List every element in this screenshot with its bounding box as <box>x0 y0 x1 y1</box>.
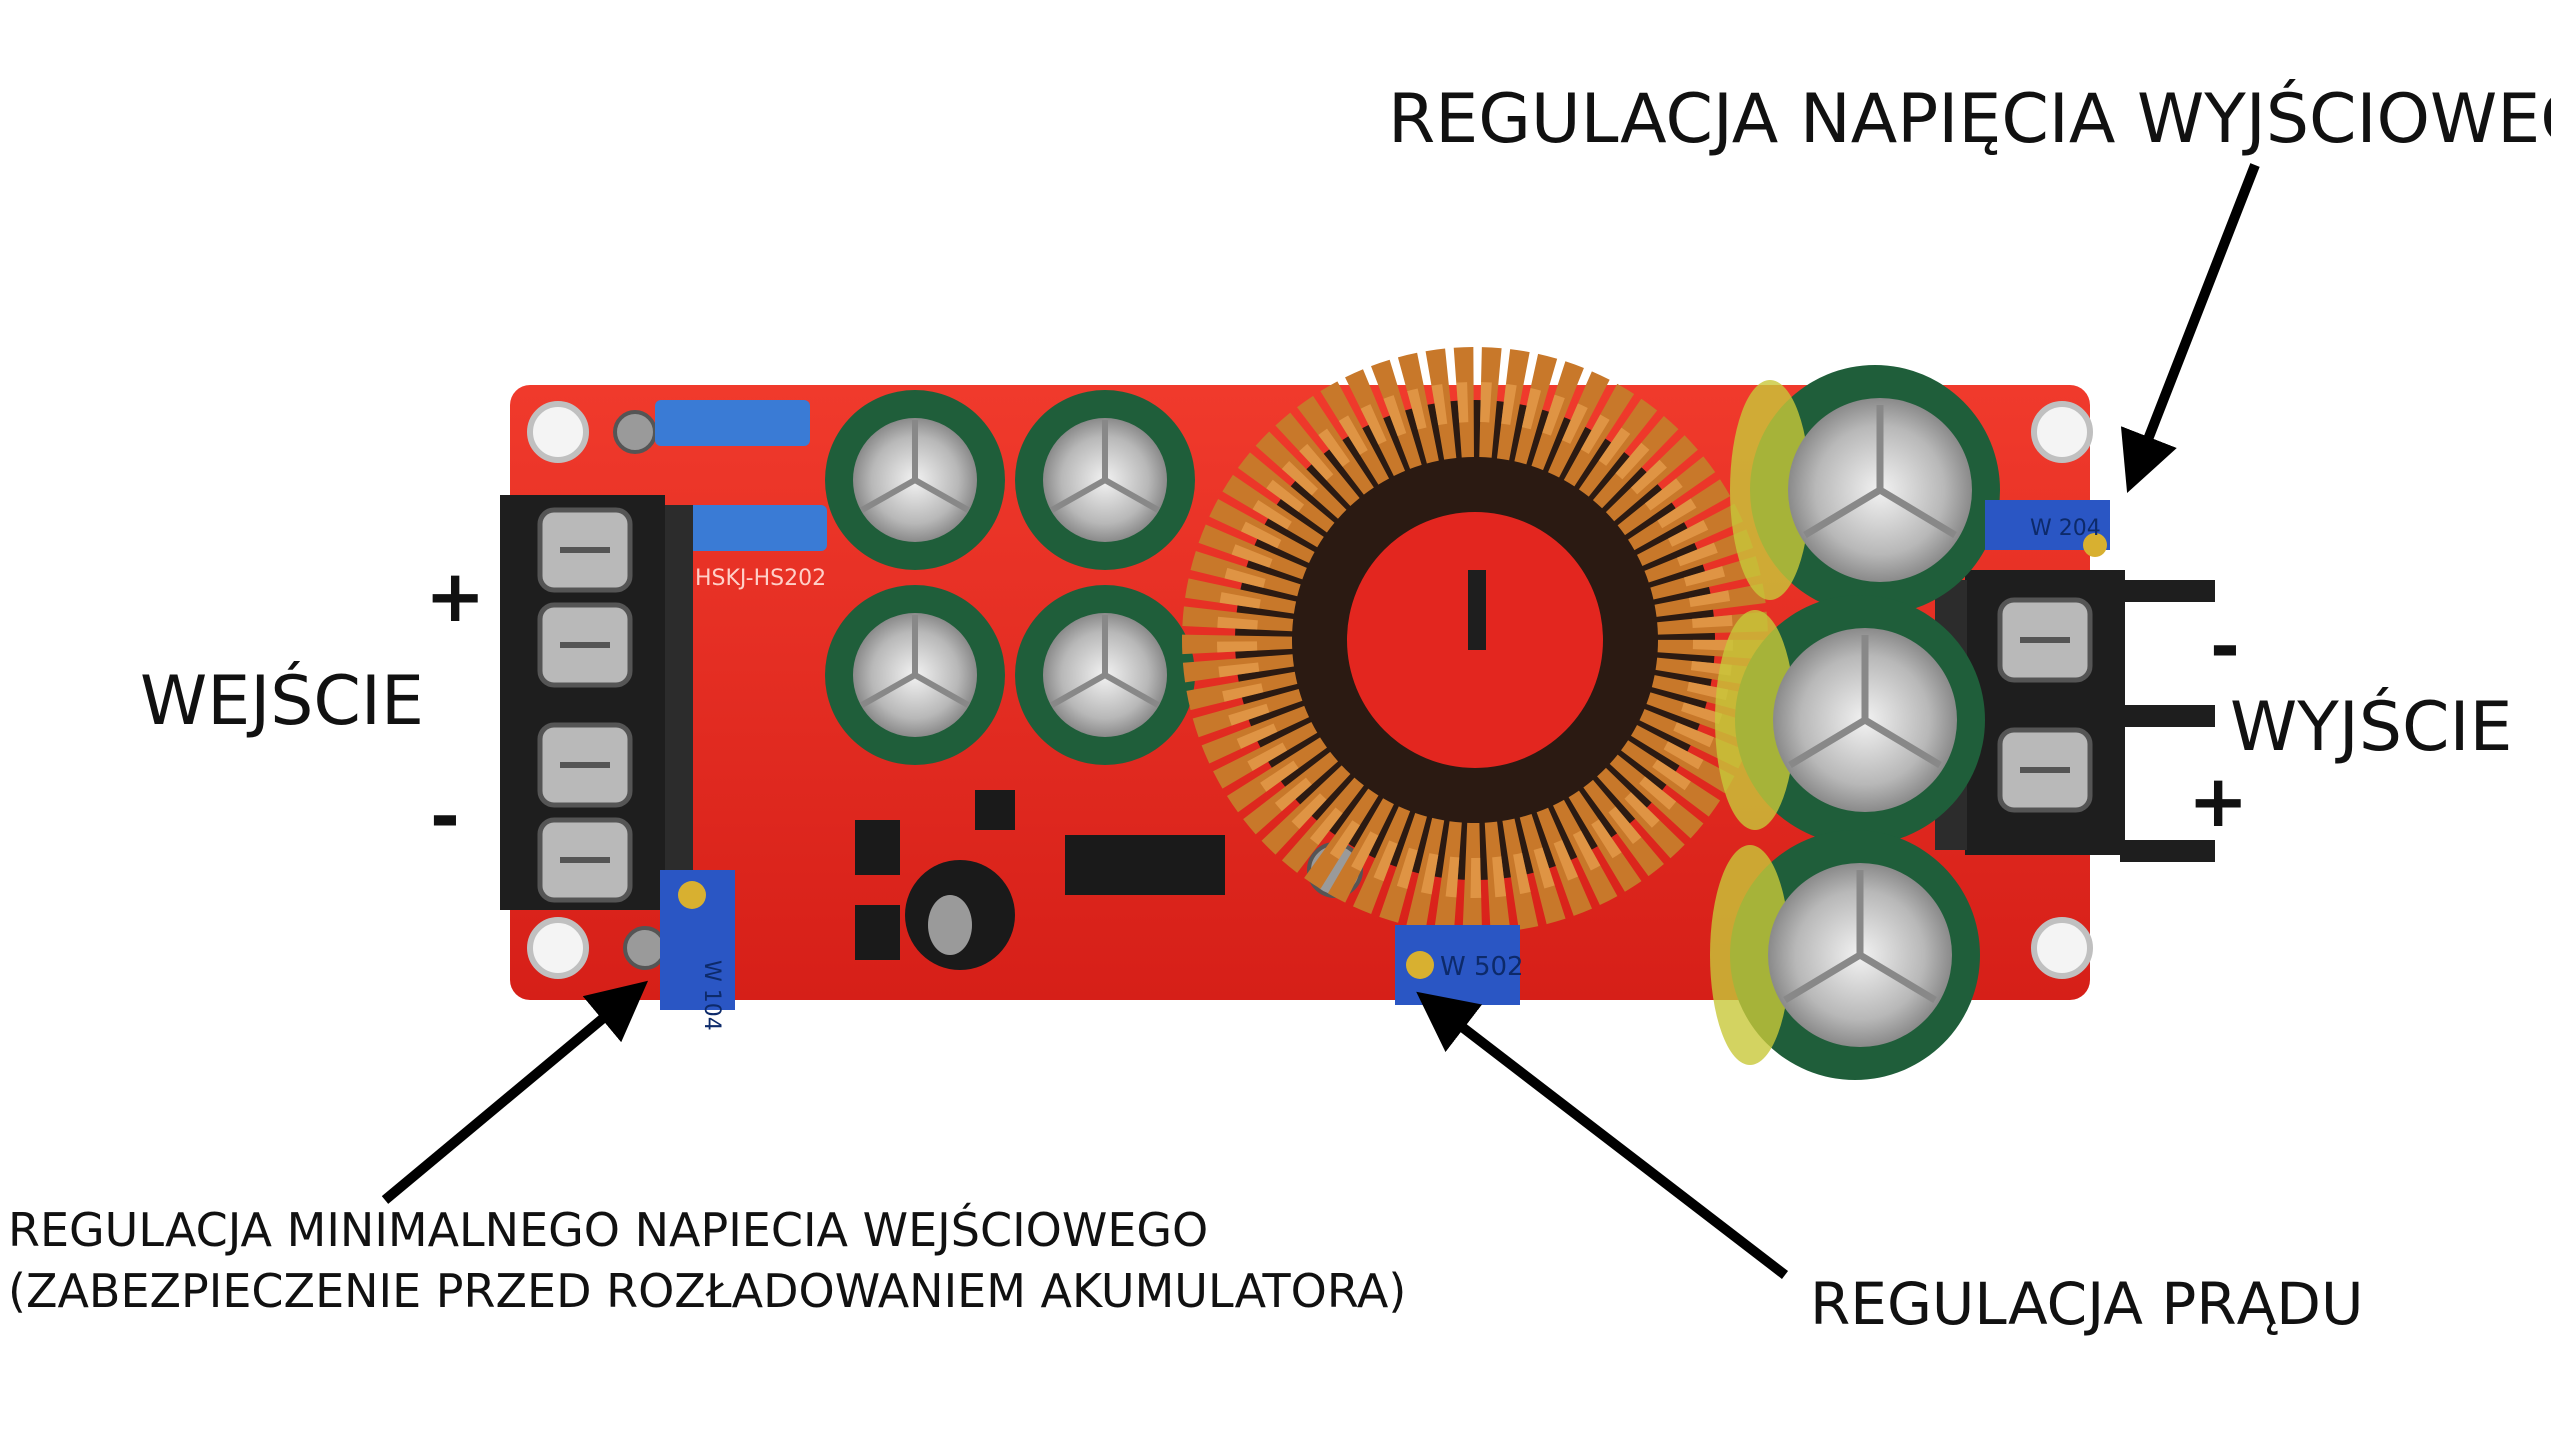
output-label: WYJŚCIE <box>2230 688 2513 767</box>
input-label: WEJŚCIE <box>140 662 424 741</box>
trimmer-current[interactable]: W 502 <box>1395 925 1524 1005</box>
arrow-input-voltage <box>381 980 649 1204</box>
min-input-voltage-label-line1: REGULACJA MINIMALNEGO NAPIECIA WEJŚCIOWE… <box>8 1203 1209 1257</box>
min-input-voltage-label-line2: (ZABEZPIECZENIE PRZED ROZŁADOWANIEM AKUM… <box>8 1264 1407 1318</box>
arrow-current <box>1416 991 1789 1279</box>
svg-text:W 204: W 204 <box>2030 516 2101 541</box>
output-voltage-adjust-label: REGULACJA NAPIĘCIA WYJŚCIOWEGO <box>1388 80 2551 159</box>
toroidal-inductor <box>1182 347 1768 933</box>
output-terminal-block <box>1935 570 2215 862</box>
trimmer-output-voltage[interactable]: W 204 <box>1985 500 2110 557</box>
svg-text:W 104: W 104 <box>699 960 724 1031</box>
input-terminal-block <box>500 495 693 910</box>
svg-text:W 502: W 502 <box>1440 952 1524 982</box>
current-adjust-label: REGULACJA PRĄDU <box>1810 1270 2364 1338</box>
fuses <box>655 400 827 551</box>
input-capacitors <box>825 390 1195 765</box>
input-minus-sign: - <box>430 774 460 858</box>
input-plus-sign: + <box>425 554 486 638</box>
output-plus-sign: + <box>2188 759 2249 843</box>
output-capacitors <box>1710 365 2000 1080</box>
output-minus-sign: - <box>2210 604 2240 688</box>
arrow-output-voltage <box>2120 163 2260 493</box>
smd-components <box>855 790 1225 970</box>
trimmer-input-voltage[interactable]: W 104 <box>660 870 735 1031</box>
pcb-silkscreen: HSKJ-HS202 <box>695 566 826 591</box>
